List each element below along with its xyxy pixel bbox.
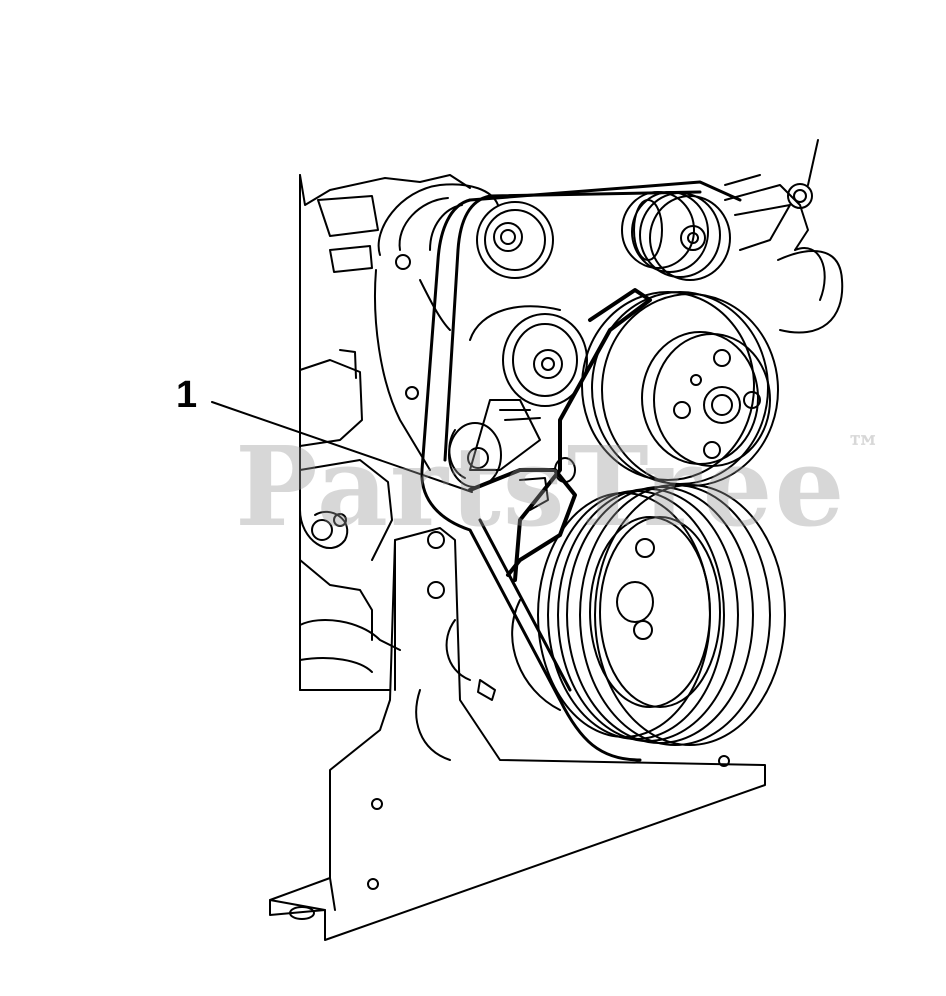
drive-belt — [420, 180, 742, 762]
mounting-bracket — [269, 386, 766, 941]
cover-detail — [519, 457, 576, 511]
water-pump-pulley — [581, 291, 779, 487]
callout-leader-1 — [211, 401, 473, 493]
belt-tensioner — [448, 305, 588, 488]
callout-number-1: 1 — [176, 374, 198, 416]
upper-right-pulley — [621, 191, 731, 281]
engine-block — [299, 174, 471, 691]
crankshaft-pulley — [511, 484, 786, 746]
upper-idler-pulley — [476, 201, 554, 279]
upper-bracket — [724, 139, 844, 334]
timing-cover — [468, 288, 652, 582]
